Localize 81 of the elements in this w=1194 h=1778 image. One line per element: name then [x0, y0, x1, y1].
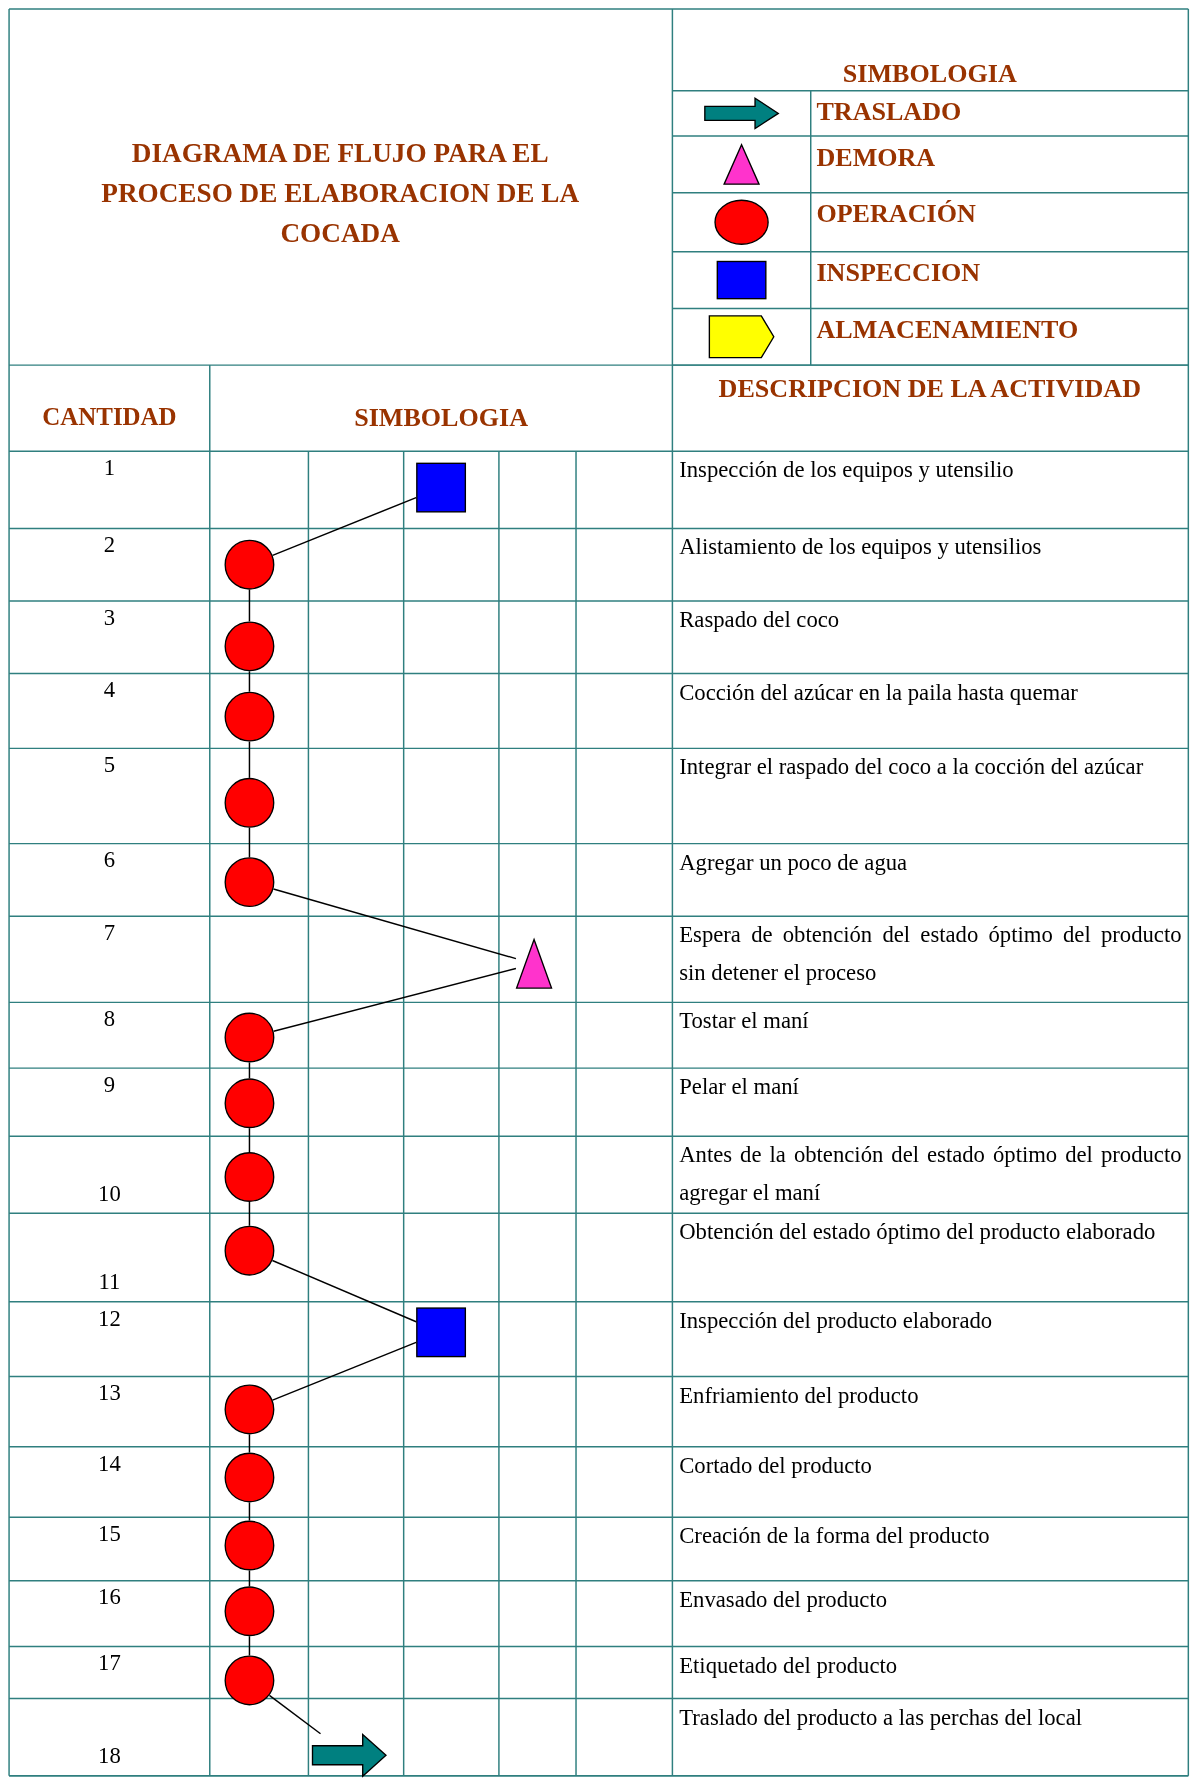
- activity-description: Alistamiento de los equipos y utensilios: [678, 533, 1043, 561]
- legend-label: INSPECCION: [816, 257, 982, 289]
- activity-description: Pelar el maní: [678, 1072, 800, 1101]
- row-number: 1: [102, 453, 117, 482]
- connector-line: [268, 1694, 322, 1735]
- connector-line: [271, 1341, 417, 1401]
- row-number: 12: [97, 1304, 122, 1333]
- connector-line: [248, 740, 251, 779]
- connector-line: [248, 670, 251, 693]
- row-number: 14: [97, 1449, 122, 1478]
- activity-description: Tostar el maní: [678, 1007, 810, 1035]
- activity-description: Envasado del producto: [678, 1585, 889, 1614]
- activity-description: Agregar un poco de agua: [678, 848, 909, 877]
- connector-line: [248, 1635, 251, 1657]
- row-number: 10: [97, 1179, 122, 1208]
- activity-description: Enfriamiento del producto: [678, 1381, 920, 1410]
- row-number: 17: [97, 1648, 122, 1677]
- operation-circle: [224, 621, 275, 672]
- row-number: 3: [102, 603, 117, 632]
- inspection-square: [416, 462, 467, 513]
- connector-line: [248, 1201, 251, 1227]
- activity-description: Antes de la obtención del estado óptimo del producto agregar el maní: [678, 1140, 1183, 1207]
- legend-label: TRASLADO: [816, 96, 963, 128]
- activity-description: Cortado del producto: [678, 1451, 873, 1480]
- legend-heading: SIMBOLOGIA: [841, 57, 1018, 90]
- inspection-square: [416, 1307, 467, 1358]
- row-number: 16: [97, 1583, 122, 1611]
- legend-label: ALMACENAMIENTO: [816, 314, 1080, 346]
- connector-line: [248, 588, 251, 623]
- transport-arrow: [311, 1733, 387, 1777]
- row-number: 4: [102, 675, 117, 704]
- operation-circle: [224, 1452, 275, 1503]
- row-number: 7: [102, 918, 117, 947]
- operation-circle: [224, 1586, 275, 1637]
- row-number: 8: [102, 1004, 117, 1033]
- row-number: 6: [102, 846, 117, 874]
- activity-description: Etiquetado del producto: [678, 1651, 899, 1680]
- delay-triangle: [515, 938, 553, 989]
- activity-description: Cocción del azúcar en la paila hasta quemar: [678, 678, 1079, 707]
- activity-description: Obtención del estado óptimo del producto elaborado: [678, 1217, 1157, 1246]
- row-number: 5: [102, 750, 117, 779]
- operation-circle: [224, 691, 275, 742]
- activity-description: Integrar el raspado del coco a la cocción del azúcar: [678, 753, 1145, 781]
- row-number: 13: [97, 1378, 122, 1407]
- row-number: 2: [102, 530, 117, 559]
- activity-description: Traslado del producto a las perchas del local: [678, 1703, 1084, 1732]
- connector-line: [272, 888, 517, 960]
- operation-circle: [224, 777, 275, 828]
- column-header: CANTIDAD: [41, 401, 178, 433]
- row-number: 9: [102, 1070, 117, 1099]
- connector-line: [248, 1433, 251, 1454]
- connector-line: [248, 1501, 251, 1522]
- activity-description: Inspección del producto elaborado: [678, 1306, 994, 1335]
- operation-circle: [224, 539, 275, 590]
- operation-circle: [224, 1520, 275, 1571]
- row-number: 11: [97, 1267, 122, 1296]
- connector-line: [248, 1061, 251, 1080]
- activity-description: Espera de obtención del estado óptimo del producto sin detener el proceso: [678, 920, 1183, 987]
- row-number: 18: [97, 1741, 122, 1770]
- operation-circle: [224, 1012, 275, 1063]
- connector-line: [248, 827, 251, 858]
- operation-circle: [224, 1655, 275, 1706]
- legend-label: OPERACIÓN: [816, 198, 977, 230]
- activity-description: Creación de la forma del producto: [678, 1521, 991, 1550]
- operation-circle: [224, 1225, 275, 1276]
- legend-label: DEMORA: [816, 141, 937, 174]
- column-header: SIMBOLOGIA: [353, 402, 530, 434]
- operation-circle: [224, 1078, 275, 1129]
- row-number: 15: [97, 1519, 122, 1548]
- column-header: DESCRIPCION DE LA ACTIVIDAD: [717, 373, 1142, 405]
- connector-line: [272, 967, 517, 1032]
- activity-description: Inspección de los equipos y utensilio: [678, 455, 1015, 484]
- connector-line: [248, 1127, 251, 1153]
- operation-circle: [224, 857, 275, 908]
- activity-description: Raspado del coco: [678, 605, 841, 634]
- diagram-title: DIAGRAMA DE FLUJO PARA EL PROCESO DE ELABORACION DE LA COCADA: [100, 137, 581, 249]
- connector-line: [271, 496, 417, 557]
- operation-circle: [224, 1384, 275, 1435]
- operation-circle: [224, 1152, 275, 1202]
- connector-line: [248, 1569, 251, 1588]
- connector-line: [271, 1259, 417, 1323]
